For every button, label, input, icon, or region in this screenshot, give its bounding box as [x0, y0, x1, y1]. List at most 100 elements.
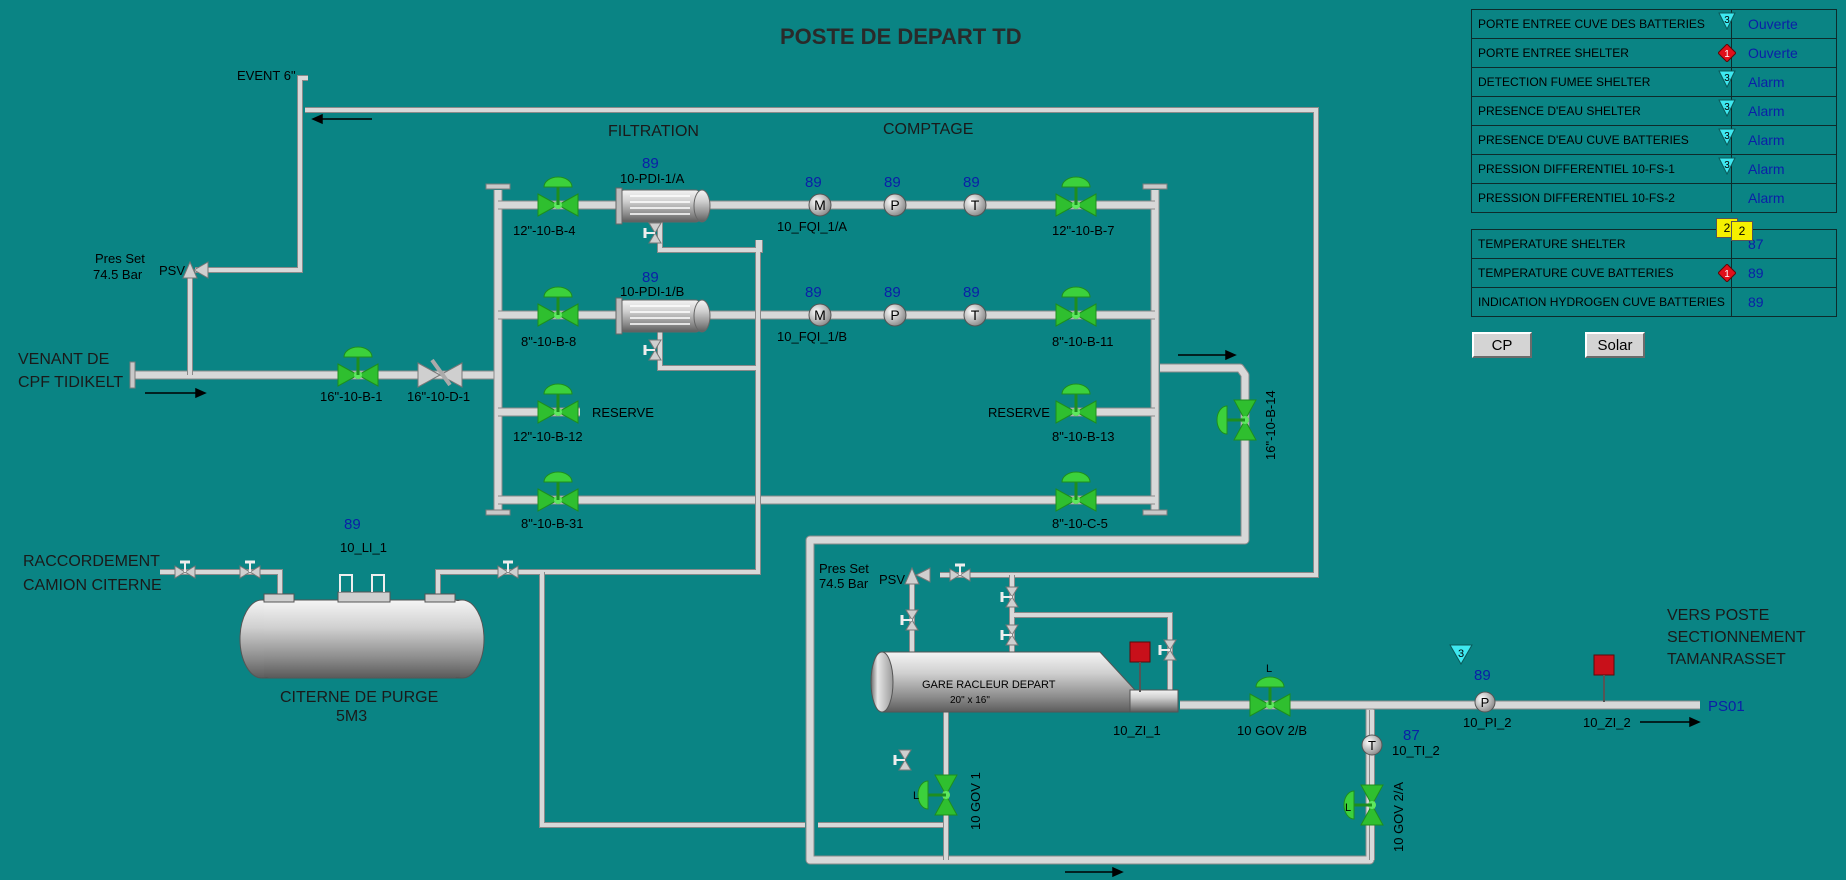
- gov-1-label: 10 GOV 1: [968, 772, 983, 830]
- alarm-diamond-icon[interactable]: 1: [1718, 264, 1736, 282]
- status-label: PRESSION DIFFERENTIEL 10-FS-1: [1471, 154, 1732, 184]
- m-b-value: 89: [805, 284, 822, 301]
- alarm-square-badge[interactable]: 2: [1731, 221, 1753, 241]
- page-title: POSTE DE DEPART TD: [780, 24, 1022, 49]
- meter-t-a: T: [971, 197, 980, 213]
- fqi-a-label: 10_FQI_1/A: [777, 219, 847, 234]
- svg-text:3: 3: [1724, 73, 1730, 84]
- gov-1-mode: L: [913, 790, 919, 802]
- status-label: DETECTION FUMEE SHELTER: [1471, 67, 1732, 97]
- meter-t-b: T: [971, 307, 980, 323]
- psv-1[interactable]: [182, 260, 209, 279]
- pres-set-label-2: Pres Set: [819, 561, 869, 576]
- status-row: INDICATION HYDROGEN CUVE BATTERIES 89: [1471, 287, 1837, 317]
- reserve-right-label: RESERVE: [988, 405, 1050, 420]
- psv-2[interactable]: [904, 566, 931, 585]
- svg-text:3: 3: [1724, 102, 1730, 113]
- inlet-label-1: VENANT DE: [18, 351, 109, 368]
- p-b-value: 89: [884, 284, 901, 301]
- valve-b7-label: 12"-10-B-7: [1052, 223, 1114, 238]
- purge-tank[interactable]: [239, 574, 485, 679]
- pdi-b-value: 89: [642, 269, 659, 286]
- pi-label: 10_PI_2: [1463, 715, 1511, 730]
- strainer: [417, 358, 463, 388]
- status-label: PRESENCE D'EAU SHELTER: [1471, 96, 1732, 126]
- zi-1-label: 10_ZI_1: [1113, 723, 1161, 738]
- status-label: TEMPERATURE CUVE BATTERIES: [1471, 258, 1732, 288]
- meter-instruments[interactable]: [808, 193, 1496, 756]
- valve-b14-label: 16"-10-B-14: [1263, 390, 1278, 460]
- alarm-diamond-icon[interactable]: 1: [1718, 44, 1736, 62]
- pi-alarm-badge[interactable]: 3: [1449, 644, 1473, 665]
- status-value-text: Ouverte: [1748, 16, 1798, 32]
- status-label: PRESSION DIFFERENTIEL 10-FS-2: [1471, 183, 1732, 213]
- li-label: 10_LI_1: [340, 540, 387, 555]
- alarm-triangle-icon[interactable]: 3: [1718, 157, 1736, 175]
- svg-text:3: 3: [1458, 648, 1464, 660]
- status-value: Alarm: [1731, 183, 1837, 213]
- status-value-text: Alarm: [1748, 132, 1785, 148]
- valve-b31-label: 8"-10-B-31: [521, 516, 583, 531]
- pig-launcher[interactable]: [870, 651, 1179, 713]
- gov-2b-label: 10 GOV 2/B: [1237, 723, 1307, 738]
- zi-1-indicator[interactable]: [1129, 641, 1151, 663]
- pres-set-value-2: 74.5 Bar: [819, 576, 869, 591]
- svg-text:3: 3: [1724, 131, 1730, 142]
- status-value-text: Alarm: [1748, 74, 1785, 90]
- tank-label-1: CITERNE DE PURGE: [280, 689, 438, 706]
- ti-symbol: T: [1368, 738, 1376, 753]
- p-a-value: 89: [884, 174, 901, 191]
- zi-2-indicator[interactable]: [1593, 654, 1615, 676]
- launcher-label-2: 20" x 16": [950, 695, 990, 706]
- tank-label-2: 5M3: [336, 708, 367, 725]
- li-value: 89: [344, 516, 361, 533]
- alarm-triangle-icon[interactable]: 3: [1718, 70, 1736, 88]
- valve-b4-label: 12"-10-B-4: [513, 223, 575, 238]
- valve-c5-label: 8"-10-C-5: [1052, 516, 1108, 531]
- meter-p-a: P: [890, 197, 899, 213]
- gov-2a-mode: L: [1345, 802, 1351, 814]
- status-label: INDICATION HYDROGEN CUVE BATTERIES: [1471, 287, 1732, 317]
- outlet-label-1: VERS POSTE: [1667, 607, 1769, 624]
- alarm-triangle-icon[interactable]: 3: [1718, 99, 1736, 117]
- status-label: PRESENCE D'EAU CUVE BATTERIES: [1471, 125, 1732, 155]
- status-value-text: Alarm: [1748, 161, 1785, 177]
- valve-b8-label: 8"-10-B-8: [521, 334, 576, 349]
- valve-b12-label: 12"-10-B-12: [513, 429, 583, 444]
- t-b-value: 89: [963, 284, 980, 301]
- pdi-a-label: 10-PDI-1/A: [620, 171, 685, 186]
- solar-button[interactable]: Solar: [1585, 332, 1645, 358]
- alarm-triangle-icon[interactable]: 3: [1718, 12, 1736, 30]
- t-a-value: 89: [963, 174, 980, 191]
- svg-text:1: 1: [1724, 49, 1730, 60]
- psv-label-1: PSV: [159, 263, 185, 278]
- status-value: 3 Ouverte: [1718, 9, 1837, 39]
- filtration-label: FILTRATION: [608, 123, 699, 140]
- zi-2-label: 10_ZI_2: [1583, 715, 1631, 730]
- reserve-left-label: RESERVE: [592, 405, 654, 420]
- filter-a[interactable]: [615, 187, 711, 225]
- gov-2b-mode: L: [1266, 663, 1272, 675]
- cp-button[interactable]: CP: [1472, 332, 1532, 358]
- filter-b[interactable]: [615, 297, 711, 335]
- valve-b13-label: 8"-10-B-13: [1052, 429, 1114, 444]
- status-value-text: 89: [1748, 294, 1764, 310]
- event-label: EVENT 6": [237, 68, 296, 83]
- meter-m-a: M: [814, 197, 826, 213]
- pi-value: 89: [1474, 667, 1491, 684]
- pdi-b-label: 10-PDI-1/B: [620, 284, 684, 299]
- svg-text:3: 3: [1724, 15, 1730, 26]
- status-label: TEMPERATURE SHELTER: [1471, 229, 1732, 259]
- ps01-link[interactable]: PS01: [1708, 698, 1745, 715]
- alarm-triangle-icon[interactable]: 3: [1718, 128, 1736, 146]
- gov-2a-label: 10 GOV 2/A: [1391, 782, 1406, 852]
